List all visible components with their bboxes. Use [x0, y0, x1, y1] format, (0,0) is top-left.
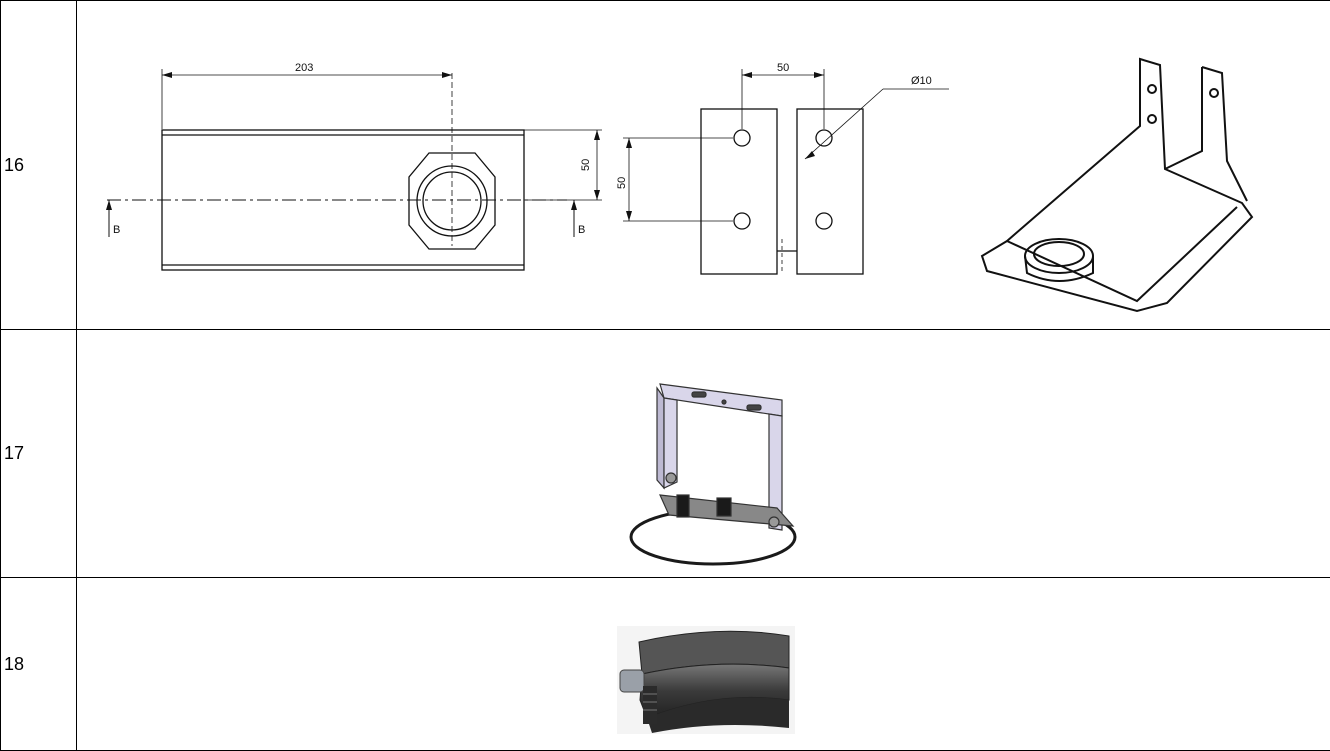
table-row: 17 — [1, 330, 1330, 578]
table-row: 18 — [1, 578, 1330, 751]
image-cell — [77, 578, 1330, 751]
hole-diameter-label: Ø10 — [911, 75, 932, 87]
front-view-left-plate — [701, 109, 777, 274]
section-label-left: B — [113, 224, 120, 236]
section-label-right: B — [578, 224, 585, 236]
image-cell — [77, 330, 1330, 578]
bracket-isometric — [982, 59, 1252, 311]
dimension-50-hole-spacing: 50 — [616, 177, 628, 189]
row-number: 17 — [1, 330, 77, 578]
dimension-203: 203 — [295, 62, 313, 74]
row-number: 16 — [1, 1, 77, 330]
dimension-50-vertical: 50 — [580, 159, 592, 171]
pole-clamp-bracket-image — [77, 330, 1330, 577]
dimension-50-horizontal: 50 — [777, 62, 789, 74]
table-row: 16 — [1, 1, 1330, 330]
row-number: 18 — [1, 578, 77, 751]
technical-drawing: 203 50 B B 50 50 Ø10 — [77, 1, 1330, 331]
ring-collar-image — [77, 578, 1330, 750]
drawing-cell: 203 50 B B 50 50 Ø10 — [77, 1, 1330, 330]
